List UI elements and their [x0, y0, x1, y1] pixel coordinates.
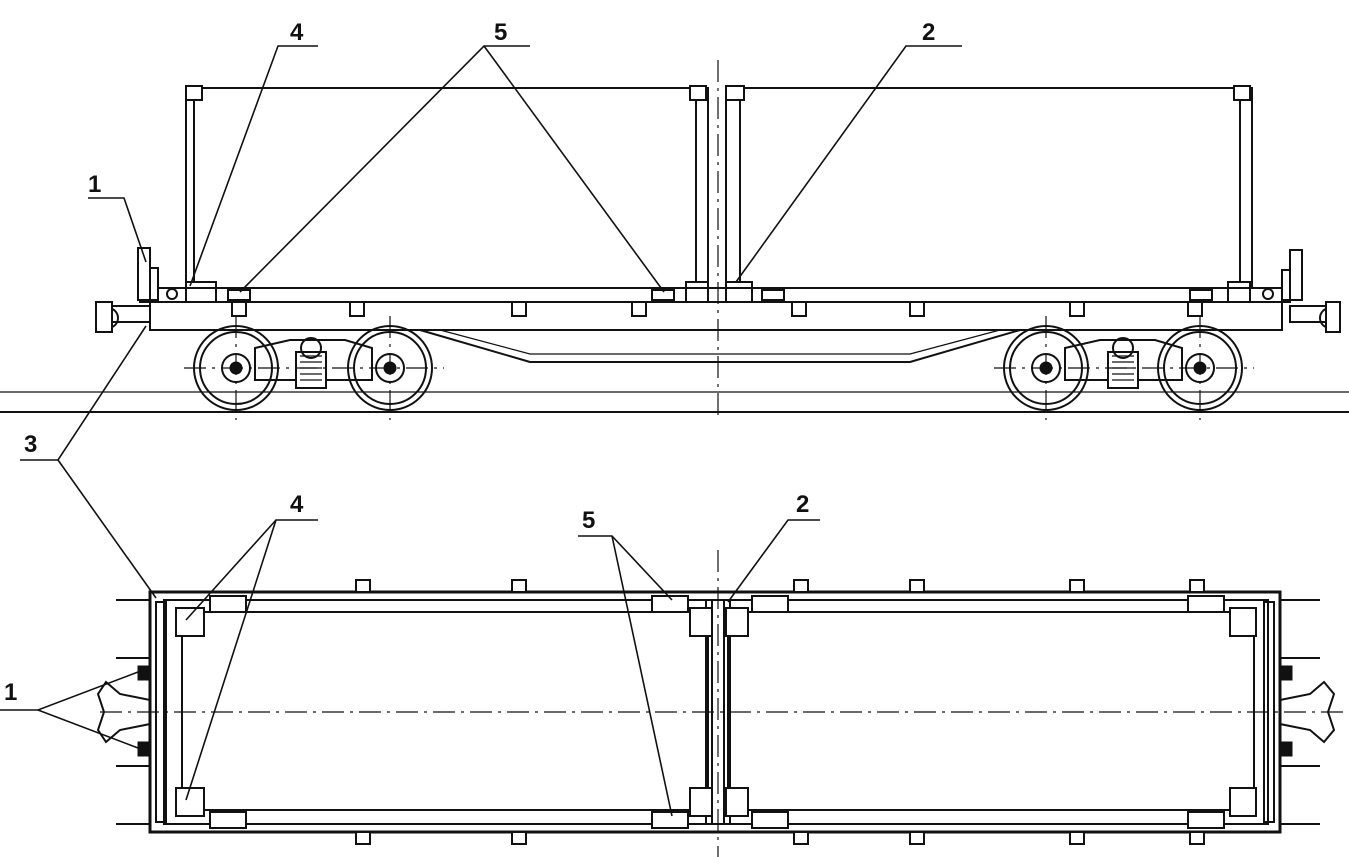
coupler-right [1289, 301, 1341, 333]
side-view: 1 4 5 2 [0, 19, 1349, 420]
platform-frame [139, 287, 1291, 363]
plan-stakes [355, 579, 1205, 845]
plan-folding-stops [209, 595, 1225, 829]
plan-coupler-left [96, 665, 151, 757]
container-right [725, 85, 1253, 303]
container-left [185, 85, 709, 303]
coupler-left [95, 301, 151, 333]
plan-corner-fittings [175, 607, 1257, 817]
plan-label-fixed-stop: 4 [290, 491, 304, 518]
side-label-folding-stop: 5 [494, 19, 507, 46]
bogie-left [184, 316, 444, 420]
plan-label-center-stop: 2 [796, 491, 809, 518]
side-label-center-stop: 2 [922, 19, 935, 46]
plan-end-rods-left [116, 599, 167, 825]
plan-leaders [0, 519, 820, 817]
plan-container-left [181, 611, 709, 811]
side-leaders [88, 45, 962, 293]
plan-label-folding-stop: 5 [582, 507, 595, 534]
plan-view: 1 4 5 2 [0, 491, 1349, 857]
side-label-coupler: 1 [88, 171, 101, 198]
plan-label-coupler: 1 [4, 679, 17, 706]
end-posts [137, 247, 1303, 301]
plan-end-rods-right [1263, 599, 1320, 825]
plan-container-right [727, 611, 1255, 811]
side-label-fixed-stop: 4 [290, 19, 304, 46]
plan-coupler-right [1279, 665, 1336, 757]
bogie-right [994, 316, 1254, 420]
platform-callout: 3 [20, 325, 157, 599]
label-platform: 3 [24, 431, 37, 458]
